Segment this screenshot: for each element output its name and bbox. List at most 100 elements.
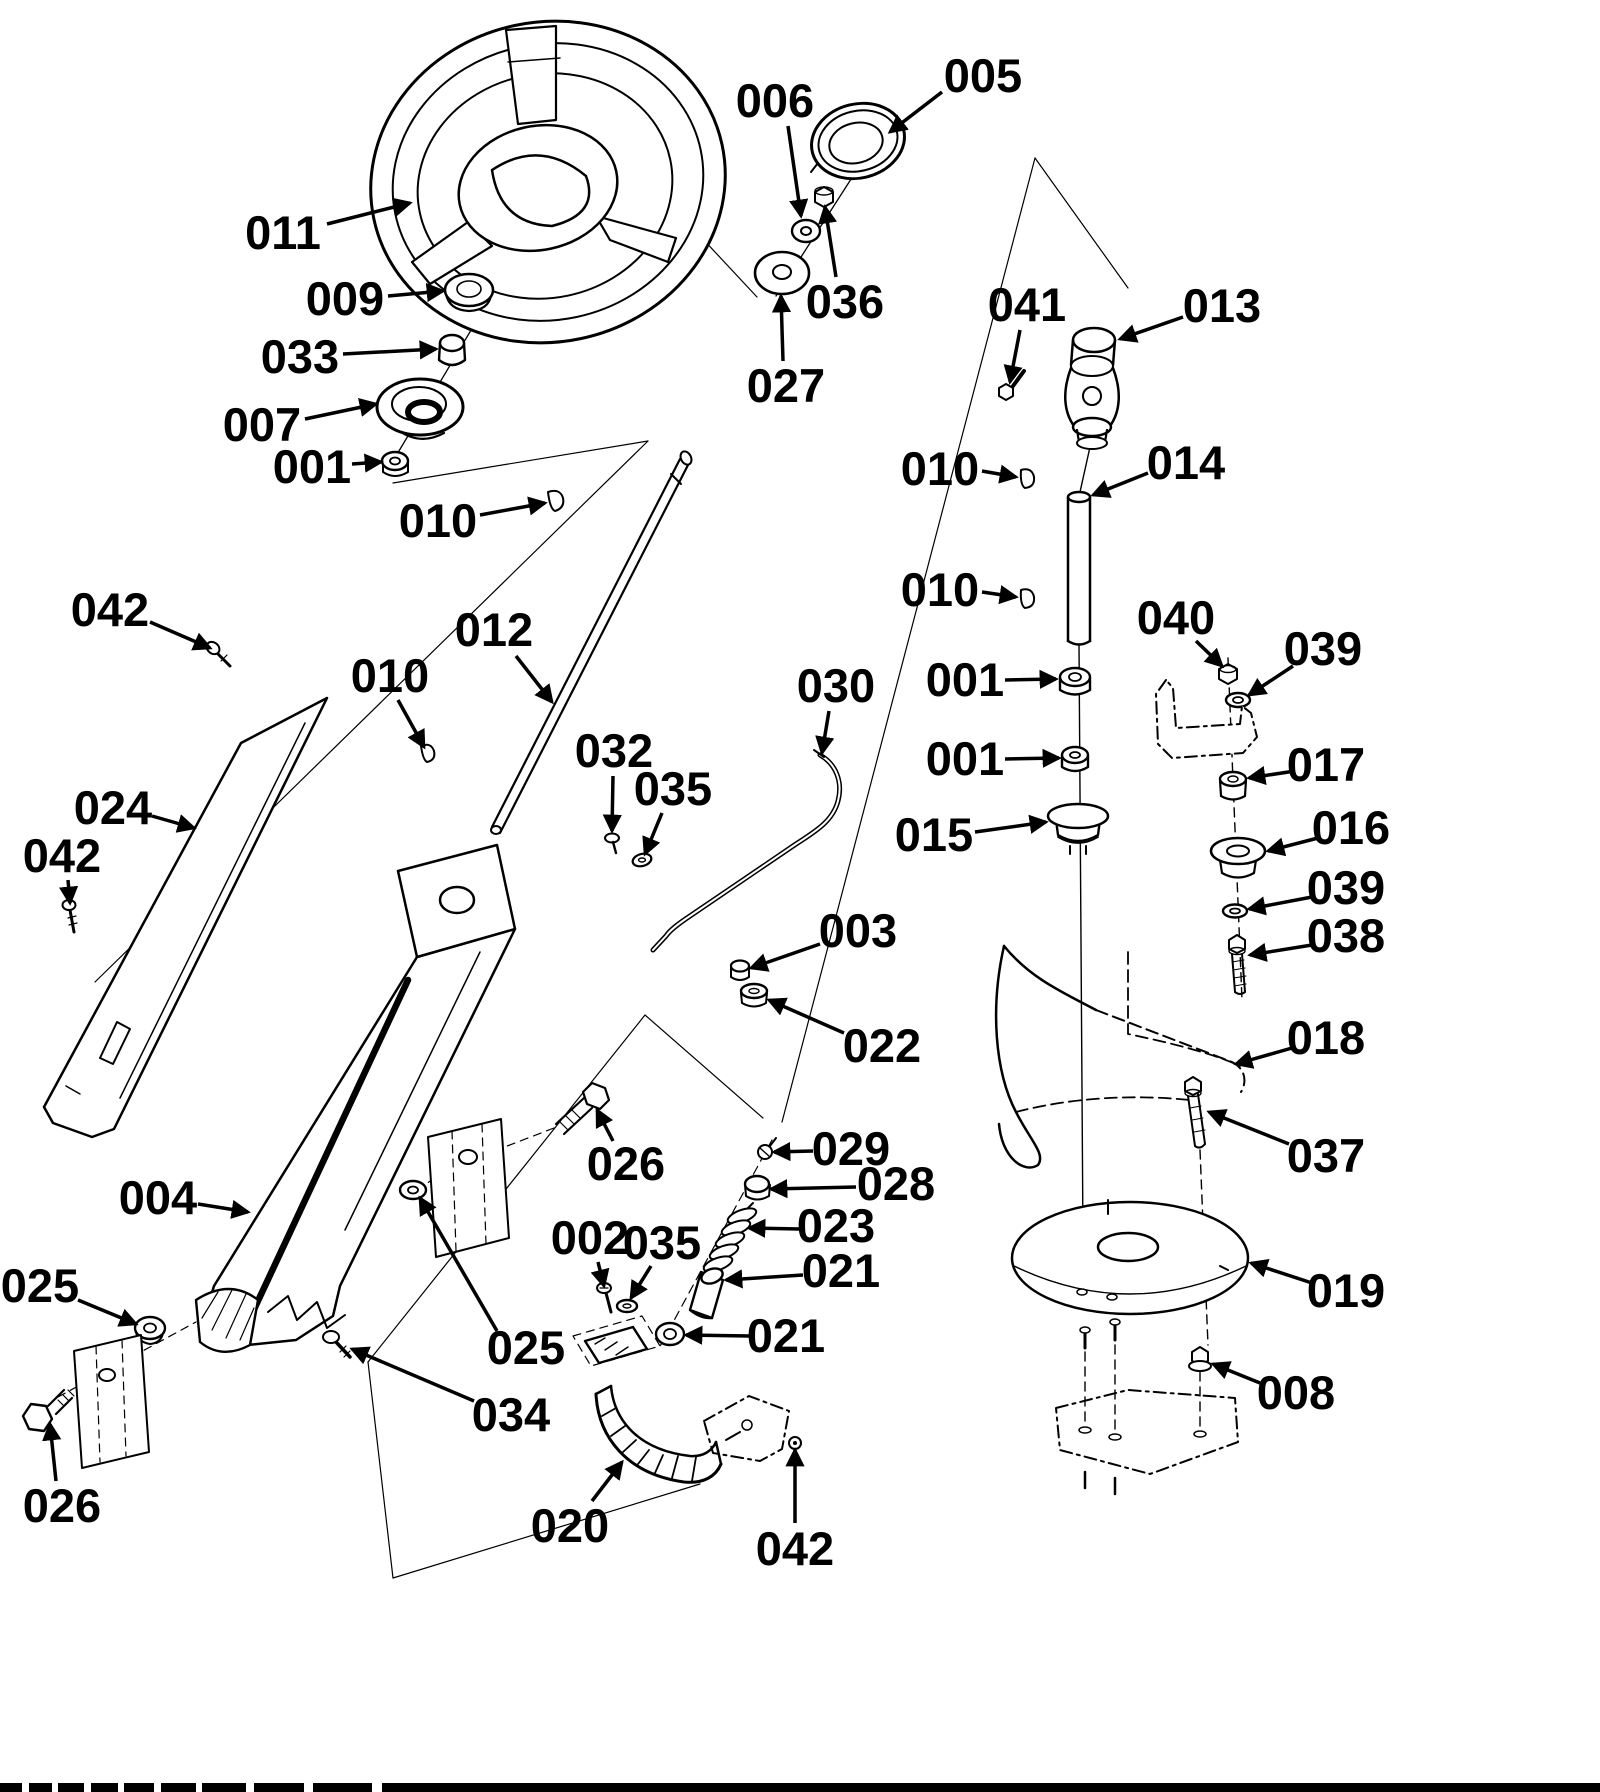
part-number-text: 034 <box>472 1388 550 1441</box>
tube-014 <box>1066 490 1092 646</box>
part-number-text: 019 <box>1307 1264 1385 1317</box>
part-label-021: 021 <box>683 1309 825 1362</box>
leader-arrow <box>887 90 944 134</box>
part-number-text: 022 <box>843 1019 921 1072</box>
grommet-015 <box>1046 802 1110 855</box>
part-label-021: 021 <box>723 1244 880 1297</box>
part-number-text: 003 <box>819 904 897 957</box>
part-label-039: 039 <box>1246 861 1385 916</box>
cap-005 <box>810 101 906 181</box>
washer-039-b <box>1221 903 1249 919</box>
part-label-007: 007 <box>223 397 379 451</box>
knob-021-b <box>654 1321 686 1347</box>
part-number-text: 012 <box>455 603 533 656</box>
part-label-030: 030 <box>797 659 875 756</box>
part-number-text: 028 <box>857 1157 935 1210</box>
leader-arrow <box>746 1218 800 1238</box>
leader-arrow <box>1206 1109 1290 1146</box>
part-label-035: 035 <box>634 762 712 857</box>
part-label-025: 025 <box>418 1195 565 1374</box>
part-label-006: 006 <box>736 74 814 219</box>
leader-arrow <box>351 453 384 473</box>
u-joint-013 <box>1064 326 1120 450</box>
leader-arrow <box>642 812 664 857</box>
part-number-text: 029 <box>812 1122 890 1175</box>
part-number-text: 025 <box>487 1321 565 1374</box>
bushing-022 <box>739 982 769 1008</box>
washer-025-b <box>398 1179 428 1201</box>
leader-arrow <box>342 340 439 360</box>
leader-arrow <box>815 710 835 756</box>
leader-arrow <box>1246 895 1313 916</box>
part-label-032: 032 <box>575 724 653 834</box>
leader-arrow <box>974 814 1049 834</box>
part-label-024: 024 <box>74 781 197 834</box>
part-number-text: 005 <box>944 49 1022 102</box>
part-label-025: 025 <box>1 1259 139 1327</box>
part-number-text: 008 <box>1257 1366 1335 1419</box>
part-label-010: 010 <box>351 649 429 750</box>
screw-042-b <box>61 899 78 934</box>
part-number-text: 021 <box>802 1244 880 1297</box>
washer-006 <box>790 218 822 244</box>
part-label-019: 019 <box>1248 1258 1385 1317</box>
part-number-text: 033 <box>261 330 339 383</box>
leader-arrow <box>1265 836 1319 857</box>
part-number-text: 018 <box>1287 1011 1365 1064</box>
part-label-040: 040 <box>1137 591 1225 669</box>
screw-042-c <box>788 1436 802 1450</box>
washer-035-a <box>631 852 653 868</box>
plunger-021-a <box>688 1267 725 1320</box>
leader-arrow <box>981 585 1019 605</box>
bushing-009 <box>443 272 495 313</box>
bracket-018 <box>994 944 1246 1169</box>
bolt-038 <box>1228 934 1247 995</box>
bushing-025-a <box>133 1315 167 1345</box>
leader-arrow <box>418 1195 499 1332</box>
leader-arrow <box>42 1421 62 1482</box>
leader-arrow <box>387 282 446 303</box>
part-label-026: 026 <box>23 1421 101 1532</box>
leader-arrow <box>1004 748 1062 768</box>
part-label-037: 037 <box>1206 1109 1365 1182</box>
bushing-028 <box>743 1174 771 1201</box>
part-label-023: 023 <box>746 1199 875 1252</box>
part-label-014: 014 <box>1090 436 1225 498</box>
clip-029 <box>757 1137 777 1160</box>
part-label-015: 015 <box>895 808 1049 861</box>
leader-arrow <box>771 1141 814 1162</box>
clip-010-b <box>1019 468 1036 489</box>
quadrant-020 <box>594 1384 723 1484</box>
leader-arrow <box>981 464 1019 484</box>
part-number-text: 026 <box>23 1479 101 1532</box>
leader-arrow <box>479 496 548 517</box>
washer-035-b <box>615 1298 639 1314</box>
part-number-text: 001 <box>273 440 351 493</box>
part-label-034: 034 <box>349 1346 550 1441</box>
leader-arrow <box>77 1298 139 1327</box>
part-number-text: 014 <box>1147 436 1225 489</box>
part-number-text: 023 <box>797 1199 875 1252</box>
part-label-042: 042 <box>23 829 101 906</box>
leader-arrow <box>766 997 845 1035</box>
part-label-028: 028 <box>768 1157 935 1210</box>
part-label-038: 038 <box>1247 909 1385 962</box>
leader-arrow <box>1233 1046 1293 1069</box>
disc-019 <box>1010 1199 1250 1316</box>
leader-arrow <box>590 1459 624 1503</box>
part-number-text: 015 <box>895 808 973 861</box>
part-label-009: 009 <box>306 272 446 325</box>
part-label-042: 042 <box>71 583 213 651</box>
part-number-text: 006 <box>736 74 814 127</box>
pin-032 <box>604 832 620 855</box>
part-label-036: 036 <box>806 204 884 328</box>
part-number-text: 009 <box>306 272 384 325</box>
part-label-004: 004 <box>119 1171 251 1224</box>
mounting-plate-mid <box>427 1118 510 1258</box>
part-label-001: 001 <box>926 732 1062 785</box>
part-number-text: 007 <box>223 398 301 451</box>
steering-wheel <box>369 19 727 345</box>
part-label-008: 008 <box>1210 1361 1335 1419</box>
part-label-010: 010 <box>901 563 1019 616</box>
